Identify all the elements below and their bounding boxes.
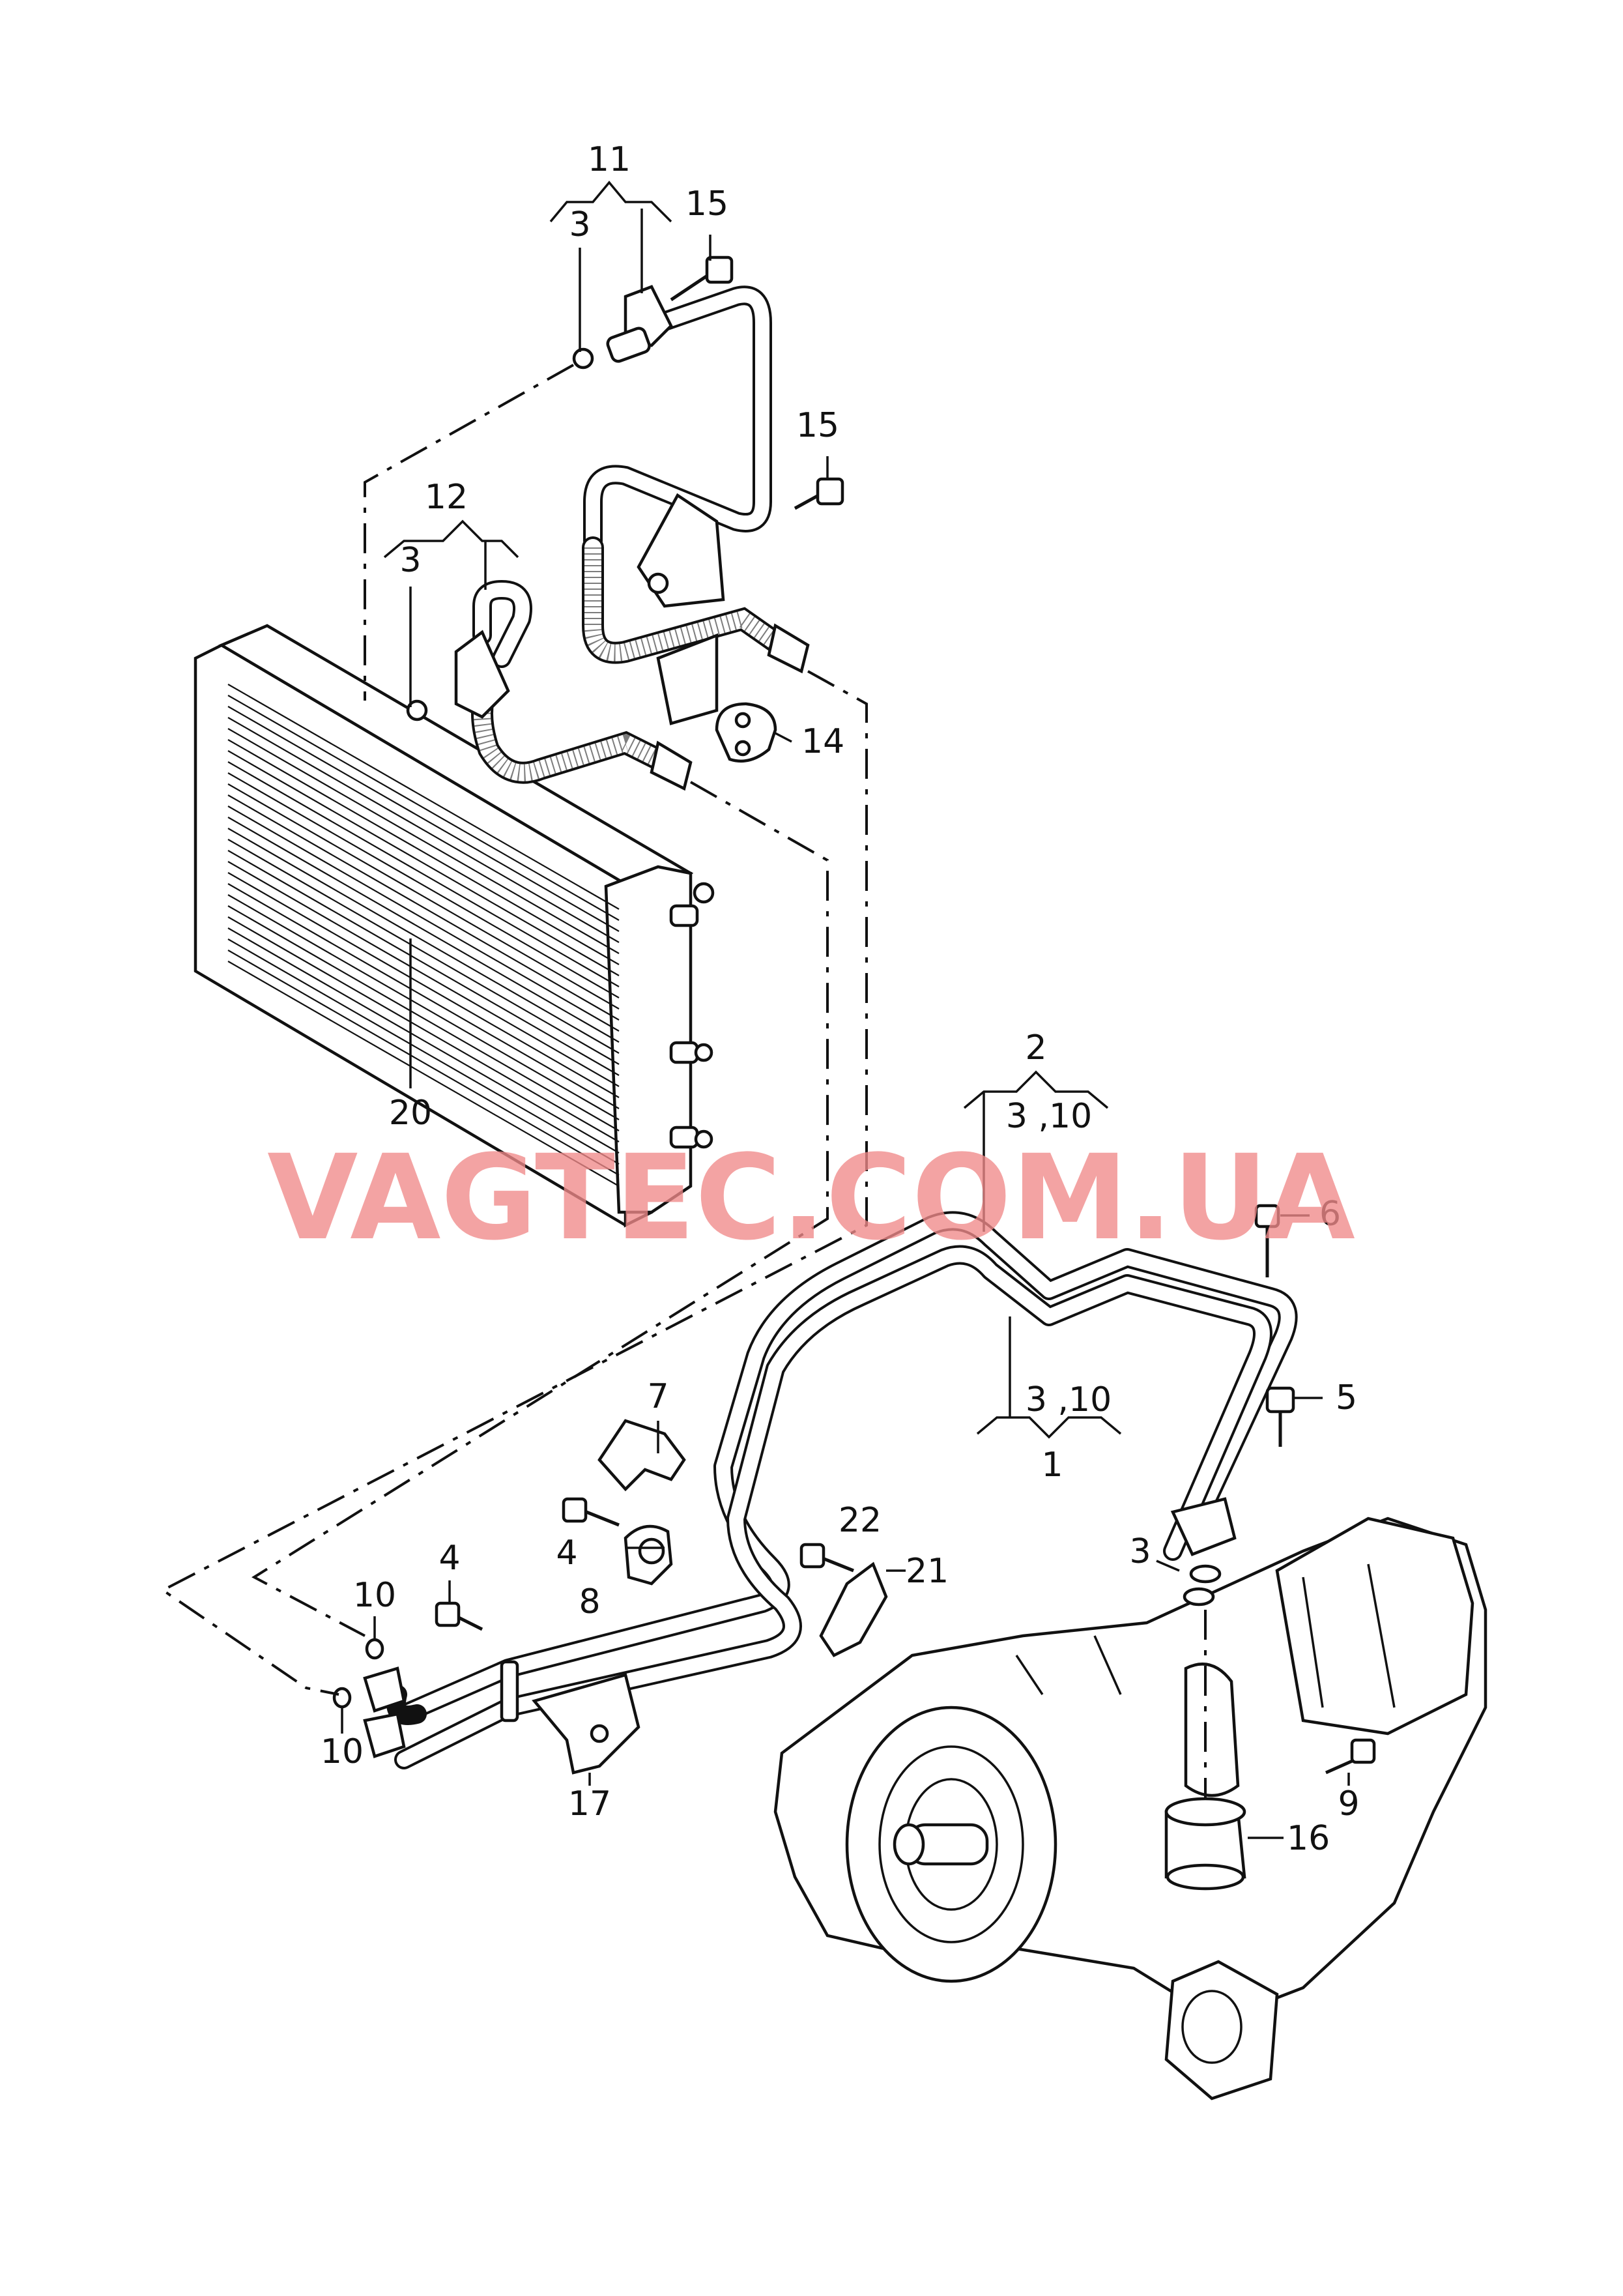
callout-1: 1 <box>1041 1446 1063 1485</box>
radiator-fin <box>227 916 620 1142</box>
radiator-fin <box>227 706 620 932</box>
callout-9: 9 <box>1338 1784 1359 1824</box>
radiator-fin <box>227 938 620 1165</box>
callout-7: 7 <box>647 1377 668 1416</box>
callout-22: 22 <box>839 1501 882 1540</box>
radiator-fin <box>227 695 620 921</box>
callout-17: 17 <box>568 1784 611 1824</box>
callout-10: 10 <box>353 1576 396 1615</box>
callout-21: 21 <box>906 1552 949 1591</box>
callout-labels: 11 3 15 15 12 3 14 20 2 3 ,10 6 3 ,10 1 … <box>321 140 1360 1858</box>
assembly-guide-lines <box>160 364 1207 1799</box>
callout-1-sub: 3 ,10 <box>1026 1380 1112 1419</box>
automatic-transmission <box>773 1517 1487 2100</box>
callout-leaders <box>341 181 1350 1839</box>
radiator-fin <box>227 806 620 1032</box>
bolt-4-right <box>562 1497 620 1527</box>
callout-4: 4 <box>556 1533 577 1573</box>
callout-8: 8 <box>579 1582 600 1621</box>
callout-3: 3 <box>1129 1532 1151 1571</box>
clamp-bracket <box>624 1524 673 1586</box>
radiator-fin <box>227 839 620 1065</box>
callout-10: 10 <box>321 1732 364 1771</box>
upper-oil-hose-assembly <box>572 285 810 674</box>
callout-15: 15 <box>796 406 839 445</box>
callout-20: 20 <box>389 1094 432 1133</box>
radiator-fin <box>227 739 620 965</box>
callout-5: 5 <box>1336 1378 1357 1417</box>
radiator-fin <box>227 894 620 1120</box>
hose-clip <box>715 702 777 763</box>
radiator-fin <box>227 905 620 1131</box>
radiator-fin <box>227 850 620 1076</box>
callout-16: 16 <box>1287 1819 1330 1858</box>
callout-14: 14 <box>801 722 844 761</box>
radiator-fin <box>227 828 620 1054</box>
transmission-oil-pipes <box>363 1211 1298 1769</box>
callout-2-sub: 3 ,10 <box>1006 1097 1092 1136</box>
hose-bracket <box>637 493 725 725</box>
callout-2: 2 <box>1025 1028 1046 1068</box>
radiator-fin <box>227 772 620 998</box>
bolt-4-left <box>435 1601 483 1631</box>
retaining-clip <box>597 1419 686 1492</box>
o-ring-seals <box>332 1564 1222 1709</box>
radiator-fin <box>227 872 620 1098</box>
callout-3: 3 <box>399 541 421 580</box>
lower-oil-hose-assembly <box>406 580 693 791</box>
radiator-fin <box>227 750 620 976</box>
callout-6: 6 <box>1319 1195 1341 1234</box>
radiator-fin <box>227 817 620 1043</box>
callout-15: 15 <box>685 184 728 224</box>
bolt-22 <box>799 1543 854 1573</box>
radiator-fin <box>227 717 620 943</box>
mounting-bracket <box>819 1562 888 1657</box>
callout-4: 4 <box>438 1539 460 1578</box>
radiator-fin <box>227 927 620 1154</box>
radiator-fin <box>227 961 620 1187</box>
pipe-bracket <box>532 1673 640 1775</box>
radiator-fin <box>227 794 620 1021</box>
bolt-9 <box>1325 1738 1376 1775</box>
oil-cooler-radiator <box>194 624 715 1228</box>
callout-11: 11 <box>588 140 631 179</box>
watermark: VAGTEC.COM.UA <box>267 1130 1355 1266</box>
bolt-15-upper <box>670 255 734 302</box>
callout-12: 12 <box>425 478 468 517</box>
bolt-5 <box>1265 1386 1295 1447</box>
radiator-fin <box>227 728 620 954</box>
callout-3: 3 <box>569 205 590 244</box>
radiator-fin <box>227 761 620 987</box>
bolt-15-lower <box>794 477 844 510</box>
radiator-fin <box>227 950 620 1176</box>
radiator-fin <box>227 684 620 910</box>
radiator-fin <box>227 883 620 1109</box>
radiator-fin <box>227 861 620 1087</box>
bolt-6 <box>1254 1204 1280 1277</box>
radiator-fin <box>227 783 620 1010</box>
